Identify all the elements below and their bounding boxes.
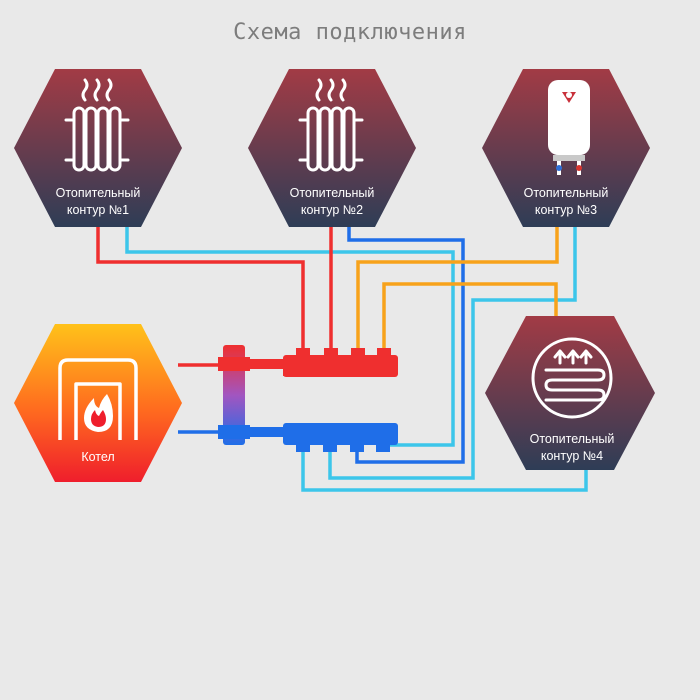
pipe-return-circuit4 bbox=[301, 430, 588, 492]
circuit-1-node: Отопительный контур №1 bbox=[14, 69, 182, 227]
pipes bbox=[96, 225, 588, 492]
circuit-4-label-line1: Отопительный bbox=[530, 432, 615, 446]
water-heater-icon bbox=[548, 80, 590, 175]
radiator-icon bbox=[64, 78, 130, 172]
circuit-3-label-line1: Отопительный bbox=[524, 186, 609, 200]
pipe-supply-circuit1 bbox=[96, 225, 305, 352]
boiler-label: Котел bbox=[81, 450, 114, 464]
supply-manifold bbox=[283, 348, 398, 377]
circuit-2-label-line2: контур №2 bbox=[301, 203, 363, 217]
diagram-title: Схема подключения bbox=[233, 20, 467, 45]
circuit-4-label-line2: контур №4 bbox=[541, 449, 603, 463]
pipe-return-circuit2 bbox=[347, 225, 465, 464]
boiler-node: Котел bbox=[14, 324, 182, 482]
pipe-supply-circuit4 bbox=[382, 282, 558, 352]
hydraulic-separator bbox=[218, 345, 285, 445]
circuit-2-node: Отопительный контур №2 bbox=[248, 69, 416, 227]
underfloor-heating-icon bbox=[531, 337, 613, 419]
radiator-icon bbox=[298, 78, 364, 172]
circuit-4-node: Отопительный контур №4 bbox=[485, 316, 655, 470]
boiler-fire-icon bbox=[58, 358, 138, 440]
circuit-1-label-line1: Отопительный bbox=[56, 186, 141, 200]
circuit-2-label-line1: Отопительный bbox=[290, 186, 375, 200]
return-manifold bbox=[283, 423, 398, 452]
pipe-supply-circuit3 bbox=[356, 225, 559, 352]
pipe-return-circuit3 bbox=[328, 225, 577, 480]
circuit-1-label-line2: контур №1 bbox=[67, 203, 129, 217]
circuit-3-node: Отопительный контур №3 bbox=[482, 69, 650, 227]
circuit-3-label-line2: контур №3 bbox=[535, 203, 597, 217]
